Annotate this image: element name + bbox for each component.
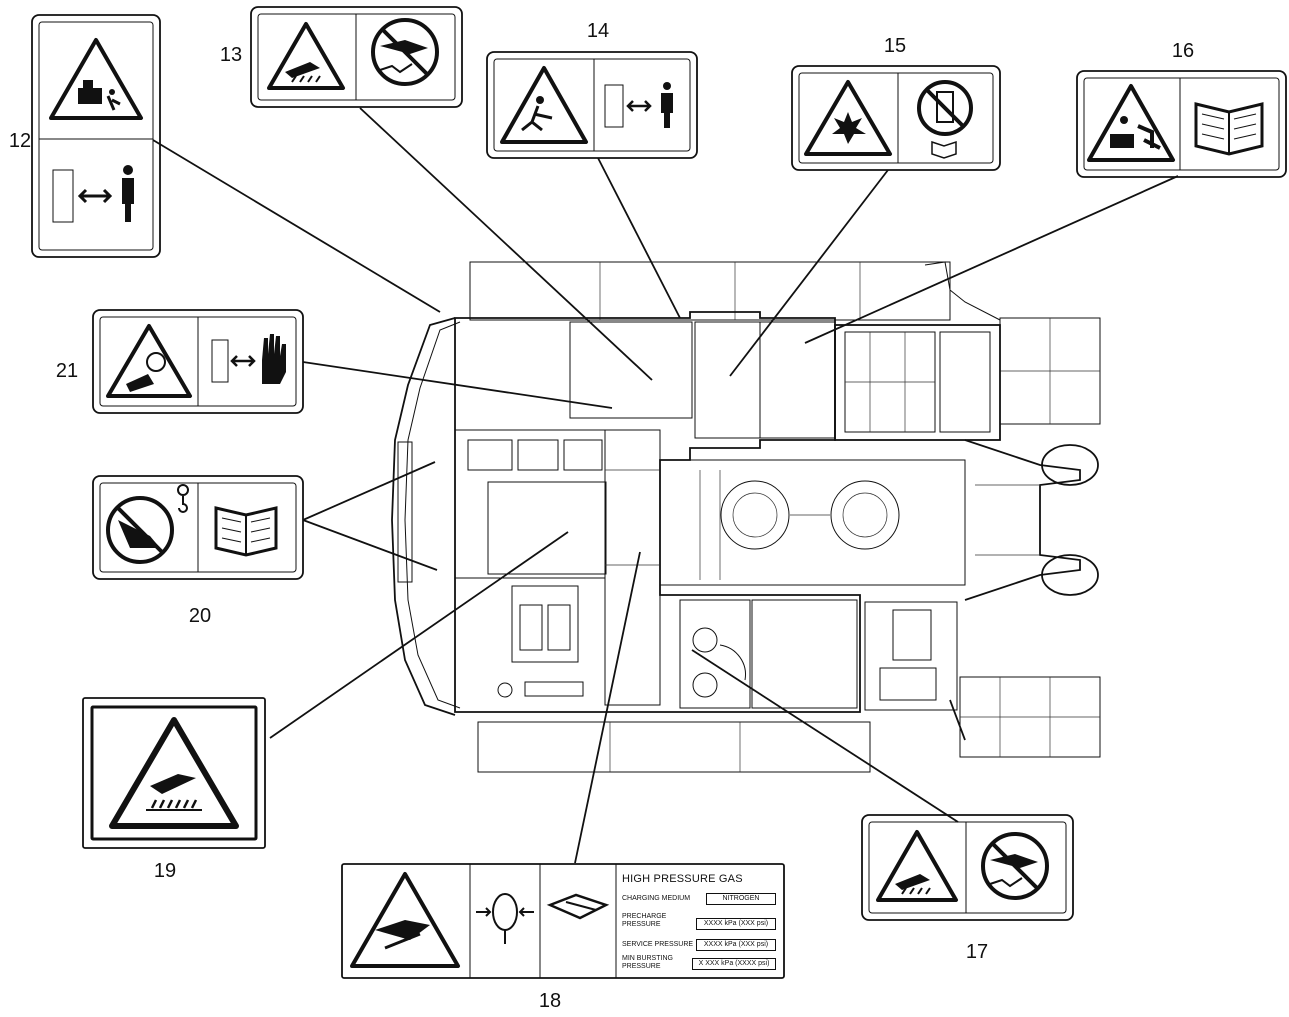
leader-16 [804,175,1179,344]
leader-12 [152,139,441,313]
leader-20b [302,519,438,571]
decal-15 [791,65,1001,171]
leader-17 [691,649,959,823]
callout-number-21: 21 [55,360,79,382]
service-manual-icon [546,893,610,920]
hot-fluid-warning-icon [109,717,239,829]
bursting-pressure-value: X XXX kPa (XXXX psi) [692,958,776,970]
leader-15 [729,169,889,377]
accumulator-icon [476,893,534,944]
decal-21 [92,309,304,414]
decal-13 [250,6,463,108]
explosion-warning-icon [804,80,892,156]
warning-triangle-icon [49,38,143,120]
callout-number-15: 15 [883,35,907,57]
decal-12 [31,14,161,258]
no-touch-icon [981,832,1049,900]
leader-lines [152,107,1179,864]
callout-number-17: 17 [965,941,989,963]
callout-number-14: 14 [586,20,610,42]
no-touch-icon [371,18,439,86]
leader-19 [269,531,569,739]
no-lifting-icon [106,484,189,564]
leader-21 [302,361,613,409]
no-aerosol-icon [917,80,973,136]
callout-number-19: 19 [153,860,177,882]
decal-14 [486,51,698,159]
crush-hazard-warning-icon [350,872,460,968]
manual-icon [1194,102,1264,156]
callout-number-12: 12 [8,130,32,152]
hot-surface-warning-icon [876,830,958,902]
rotating-fan-warning-icon [106,324,192,398]
hot-surface-warning-icon [267,22,345,90]
keep-distance-icon [604,82,673,128]
manual-icon [931,140,957,159]
decal-18 [341,863,785,979]
service-pressure-value: XXXX kPa (XXX psi) [696,939,776,951]
counterweight [391,317,461,716]
leader-13 [359,107,653,381]
upper-structure [454,311,966,741]
track-grid-bottom [477,676,1101,773]
keep-hands-away-icon [211,334,286,384]
callout-number-16: 16 [1171,40,1195,62]
charging-medium-value: NITROGEN [706,893,776,905]
fall-hazard-warning-icon [500,66,588,144]
callout-number-20: 20 [188,605,212,627]
bursting-pressure-label-line2: PRESSURE [622,963,661,970]
keep-distance-icon [52,165,134,223]
leader-20a [302,461,436,521]
decal-19 [82,697,266,849]
track-grid-top [469,261,1101,425]
decal-17 [861,814,1074,921]
battery-warning-icon [1087,84,1175,162]
precharge-value: XXXX kPa (XXX psi) [696,918,776,930]
bursting-pressure-label-line1: MIN BURSTING [622,955,673,962]
callout-number-13: 13 [219,44,243,66]
callout-number-18: 18 [538,990,562,1012]
leader-18 [574,551,641,864]
decal-16 [1076,70,1287,178]
precharge-label-line2: PRESSURE [622,921,661,928]
pressure-decal-title: HIGH PRESSURE GAS [622,873,743,885]
charging-medium-label: CHARGING MEDIUM [622,895,691,902]
decal-20 [92,475,304,580]
manual-icon [214,506,278,557]
service-pressure-label: SERVICE PRESSURE [622,941,694,948]
swing-and-boom [659,439,1099,601]
operator-cab [834,261,1001,441]
precharge-label-line1: PRECHARGE [622,913,667,920]
leader-14 [597,157,681,319]
